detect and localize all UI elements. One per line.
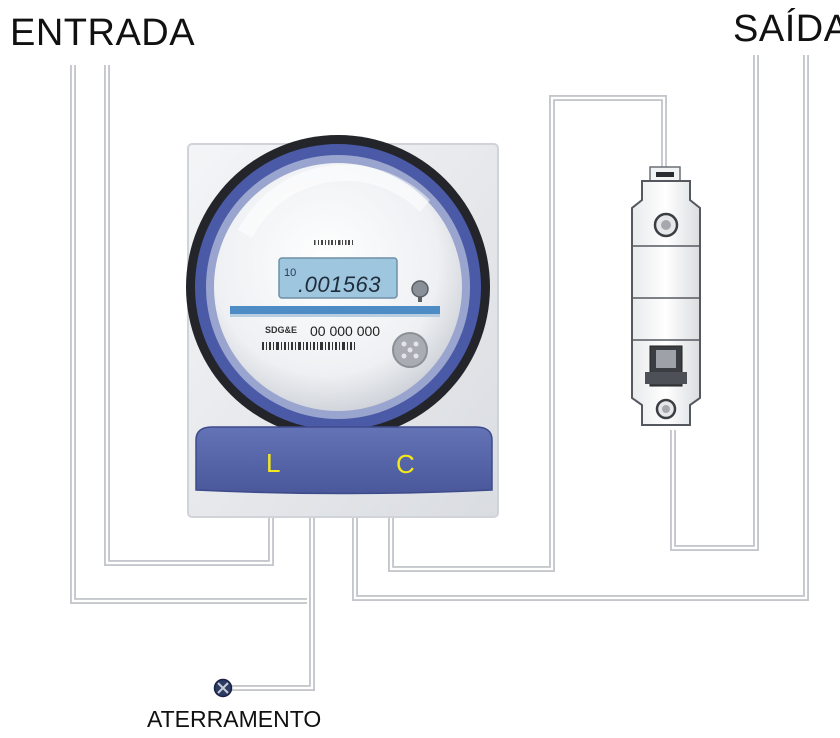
energy-meter: 10 .001563 SDG&E 00 000 000 xyxy=(186,135,499,518)
terminal-label-l: L xyxy=(266,448,280,478)
ground-terminal xyxy=(213,678,233,698)
meter-barcode-top xyxy=(314,240,353,245)
terminal-label-c: C xyxy=(396,449,415,479)
meter-stripe xyxy=(230,306,440,314)
meter-lcd xyxy=(278,257,398,299)
wires xyxy=(70,55,809,691)
meter-barcode-bottom xyxy=(262,342,355,350)
meter-reset-button xyxy=(411,280,429,298)
meter-display-reading: .001563 xyxy=(298,272,381,297)
meter-serial: 00 000 000 xyxy=(310,323,380,339)
meter-terminal-band xyxy=(195,426,493,495)
output-label: SAÍDA xyxy=(733,8,840,50)
circuit-breaker xyxy=(631,166,701,426)
breaker-body xyxy=(631,180,701,426)
meter-display-prefix: 10 xyxy=(284,267,296,279)
ground-label: ATERRAMENTO xyxy=(147,706,322,732)
meter-brand: SDG&E xyxy=(265,325,297,335)
input-label: ENTRADA xyxy=(10,12,196,54)
